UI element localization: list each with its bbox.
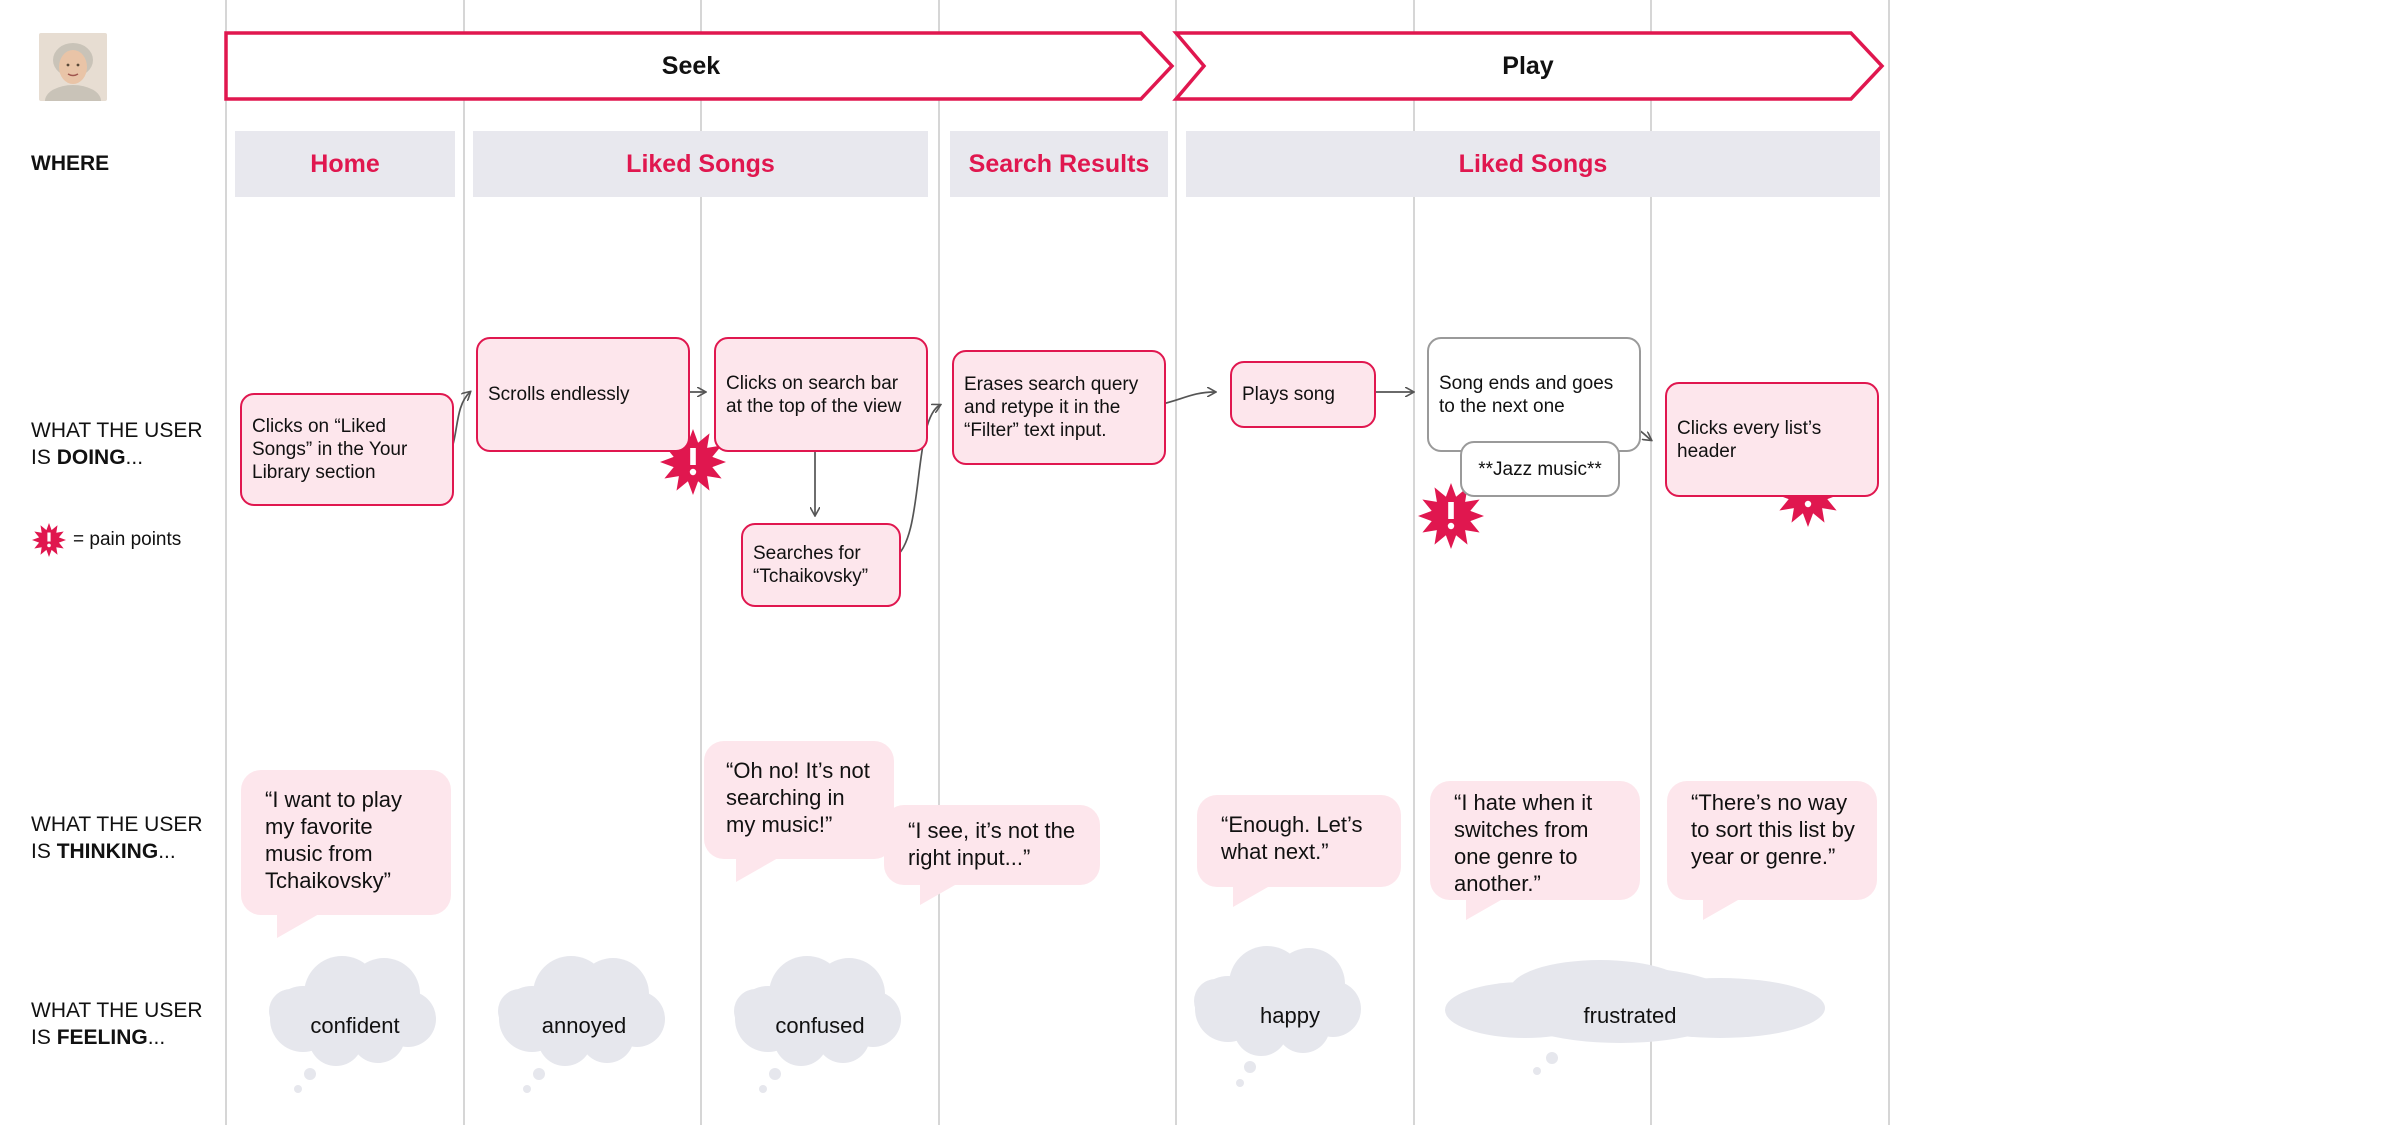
feeling-confused: confused (775, 1013, 865, 1038)
column-divider (1888, 0, 1890, 1125)
thought-text: “I hate when it switches from one genre … (1454, 790, 1593, 896)
thought-bubble: “Enough. Let’s what next.” (1197, 795, 1401, 907)
column-divider (225, 0, 227, 1125)
thought-bubble: “There’s no way to sort this list by yea… (1667, 781, 1877, 920)
connector-arrow (893, 405, 940, 559)
column-divider (1175, 0, 1177, 1125)
action-clicks-list-header: Clicks every list’s header (1665, 382, 1879, 497)
action-searches-tchaikovsky: Searches for “Tchaikovsky” (741, 523, 901, 607)
action-clicks-search-bar: Clicks on search bar at the top of the v… (714, 337, 928, 452)
feeling-cloud-happy (1194, 946, 1361, 1087)
where-home: Home (235, 131, 455, 197)
stage-label-play: Play (1502, 52, 1554, 80)
where-liked-songs: Liked Songs (473, 131, 928, 197)
action-song-ends: Song ends and goes to the next one (1427, 337, 1641, 452)
legend: = pain points (31, 522, 181, 558)
where-search-results: Search Results (950, 131, 1168, 197)
stage-arrow-seek (224, 31, 1175, 101)
where-liked-songs-play: Liked Songs (1186, 131, 1880, 197)
thought-bubble: “Oh no! It’s not searching in my music!” (704, 741, 894, 882)
persona-avatar (39, 33, 107, 101)
thought-text: “Enough. Let’s what next.” (1221, 812, 1363, 864)
feeling-frustrated: frustrated (1583, 1003, 1677, 1028)
thought-text: “There’s no way to sort this list by yea… (1691, 790, 1855, 869)
action-erases-search-query: Erases search query and retype it in the… (952, 350, 1166, 465)
row-label-thinking: WHAT THE USER IS THINKING... (31, 813, 203, 863)
thought-bubble: “I want to play my favorite music from T… (241, 770, 451, 938)
feeling-cloud-frustrated (1445, 960, 1825, 1075)
feeling-cloud-annoyed (498, 956, 665, 1093)
feeling-annoyed: annoyed (541, 1013, 627, 1038)
connector-arrow (1157, 392, 1215, 406)
stage-label-seek: Seek (661, 52, 721, 80)
feeling-happy: happy (1260, 1003, 1320, 1028)
legend-text: = pain points (73, 529, 182, 550)
feeling-cloud-confused (734, 956, 901, 1093)
thought-text: “I want to play my favorite music from T… (265, 787, 402, 893)
feeling-confident: confident (310, 1013, 400, 1038)
column-divider (700, 0, 702, 1125)
thought-text: “I see, it’s not the right input...” (908, 818, 1076, 870)
action-plays-song: Plays song (1230, 361, 1376, 428)
column-divider (463, 0, 465, 1125)
column-divider (1413, 0, 1415, 1125)
connector-arrow (451, 392, 470, 449)
column-divider (938, 0, 940, 1125)
stage-arrow-play (1172, 31, 1885, 101)
row-label-where: WHERE (31, 152, 110, 175)
action-scrolls-endlessly: Scrolls endlessly (476, 337, 690, 452)
row-label-doing: WHAT THE USER IS DOING... (31, 419, 203, 469)
thought-text: “Oh no! It’s not searching in my music!” (726, 758, 870, 837)
column-divider (1650, 0, 1652, 1125)
action-jazz-music-badge: **Jazz music** (1460, 441, 1620, 497)
pain-point-icon (660, 429, 726, 495)
row-label-feeling: WHAT THE USER IS FEELING... (31, 999, 203, 1049)
thought-bubble: “I see, it’s not the right input...” (884, 805, 1100, 905)
pain-point-icon (1418, 483, 1484, 549)
feeling-cloud-confident (269, 956, 436, 1093)
thought-bubble: “I hate when it switches from one genre … (1430, 781, 1640, 920)
action-clicks-liked-songs: Clicks on “Liked Songs” in the Your Libr… (240, 393, 454, 506)
pain-point-icon (32, 523, 66, 557)
